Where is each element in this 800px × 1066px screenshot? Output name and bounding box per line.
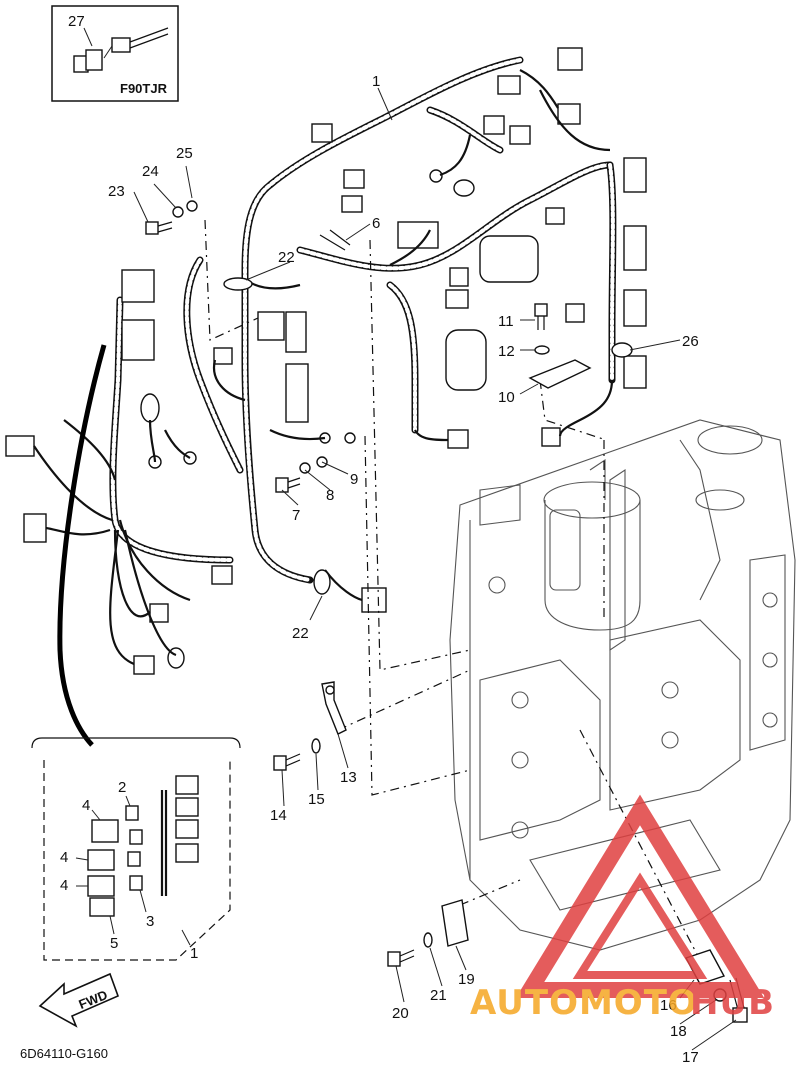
callouts: 1 6 22 22 23 24 25 11 12 10 26 7 8 9 13 … (60, 73, 699, 1066)
callout-4b: 4 (60, 849, 68, 866)
bracket-19 (441, 899, 469, 947)
model-label: F90TJR (120, 81, 168, 96)
callout-19: 19 (458, 971, 475, 988)
bolt-14 (273, 738, 321, 771)
callout-21: 21 (430, 987, 447, 1004)
connector-27-icon (73, 27, 169, 73)
engine-block (449, 419, 796, 951)
callout-3: 3 (146, 913, 154, 930)
bolt-11 (534, 303, 550, 355)
callout-2: 2 (118, 779, 126, 796)
callout-25: 25 (176, 145, 193, 162)
callout-1: 1 (372, 73, 380, 90)
callout-1-inset: 1 (190, 945, 198, 962)
callout-7: 7 (292, 507, 300, 524)
bolt-20 (387, 932, 433, 967)
callout-11: 11 (498, 313, 514, 330)
bolt-23 (145, 200, 198, 235)
leader-lines (133, 87, 737, 1051)
callout-10: 10 (498, 389, 515, 406)
fwd-arrow-icon: FWD (38, 972, 120, 1028)
callout-12: 12 (498, 343, 515, 360)
callout-6: 6 (372, 215, 380, 232)
callout-17: 17 (682, 1049, 699, 1066)
inset-f90tjr: 27 F90TJR (51, 5, 179, 102)
callout-4c: 4 (60, 877, 68, 894)
bracket-13 (321, 681, 347, 735)
callout-24: 24 (142, 163, 159, 180)
bracket-10 (528, 359, 592, 389)
watermark-text-1: AUTOMOTO (470, 983, 698, 1023)
diagram-code: 6D64110-G160 (20, 1046, 108, 1061)
callout-13: 13 (340, 769, 357, 786)
watermark-text-2: HUB (690, 983, 775, 1023)
callout-14: 14 (270, 807, 287, 824)
callout-18: 18 (670, 1023, 687, 1040)
callout-20: 20 (392, 1005, 409, 1022)
callout-15: 15 (308, 791, 325, 808)
leader-to-inset (57, 344, 107, 747)
callout-27: 27 (68, 13, 85, 30)
callout-5: 5 (110, 935, 118, 952)
callout-22-top: 22 (278, 249, 295, 266)
callout-8: 8 (326, 487, 334, 504)
callout-16: 16 (660, 997, 677, 1014)
wire-harness (5, 47, 647, 675)
bolt-7 (275, 456, 328, 493)
callout-26: 26 (682, 333, 699, 350)
inset-relays (31, 737, 241, 961)
watermark-logo: AUTOMOTO HUB (470, 794, 775, 1023)
callout-4a: 4 (82, 797, 90, 814)
callout-22-bottom: 22 (292, 625, 309, 642)
callout-9: 9 (350, 471, 358, 488)
callout-23: 23 (108, 183, 125, 200)
